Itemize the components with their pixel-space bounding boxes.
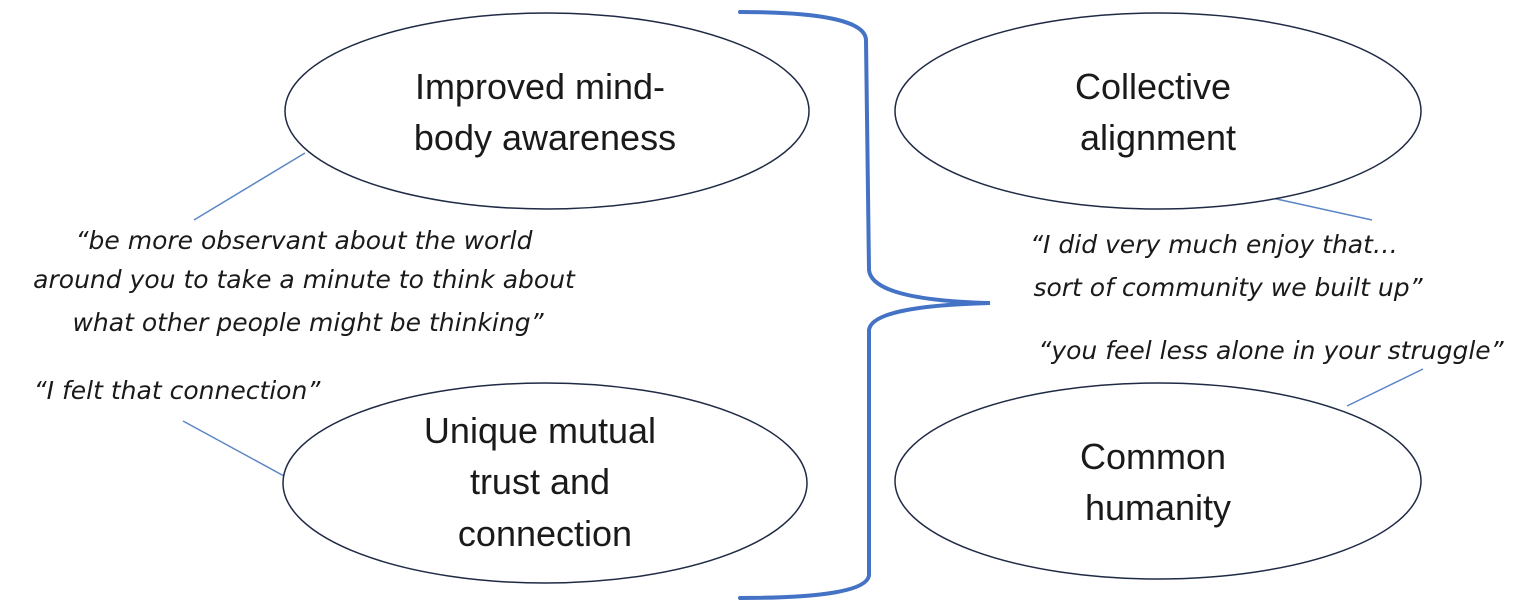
connector-trust-quote — [182, 420, 285, 477]
quote-connection: “I felt that connection” — [34, 376, 322, 405]
theme-label-mutual-trust: Unique mutual trust and connection — [424, 410, 666, 554]
quote-observant: “be more observant about the world aroun… — [33, 226, 583, 337]
theme-ellipse-mind-body — [284, 12, 810, 210]
theme-label-collective: Collective alignment — [1075, 66, 1241, 158]
theme-label-humanity: Common humanity — [1080, 436, 1236, 528]
theme-ellipse-collective — [894, 12, 1422, 210]
theme-ellipse-mutual-trust — [282, 382, 808, 584]
quote-community: “I did very much enjoy that… sort of com… — [1030, 230, 1423, 302]
grouping-brace — [738, 10, 991, 600]
connector-collective-quote — [1271, 197, 1373, 221]
theme-ellipse-humanity — [894, 382, 1422, 580]
connector-mind-body-quote — [193, 152, 306, 221]
theme-label-mind-body: Improved mind- body awareness — [414, 66, 676, 158]
connector-humanity-quote — [1346, 368, 1424, 407]
quote-struggle: “you feel less alone in your struggle” — [1038, 336, 1504, 365]
